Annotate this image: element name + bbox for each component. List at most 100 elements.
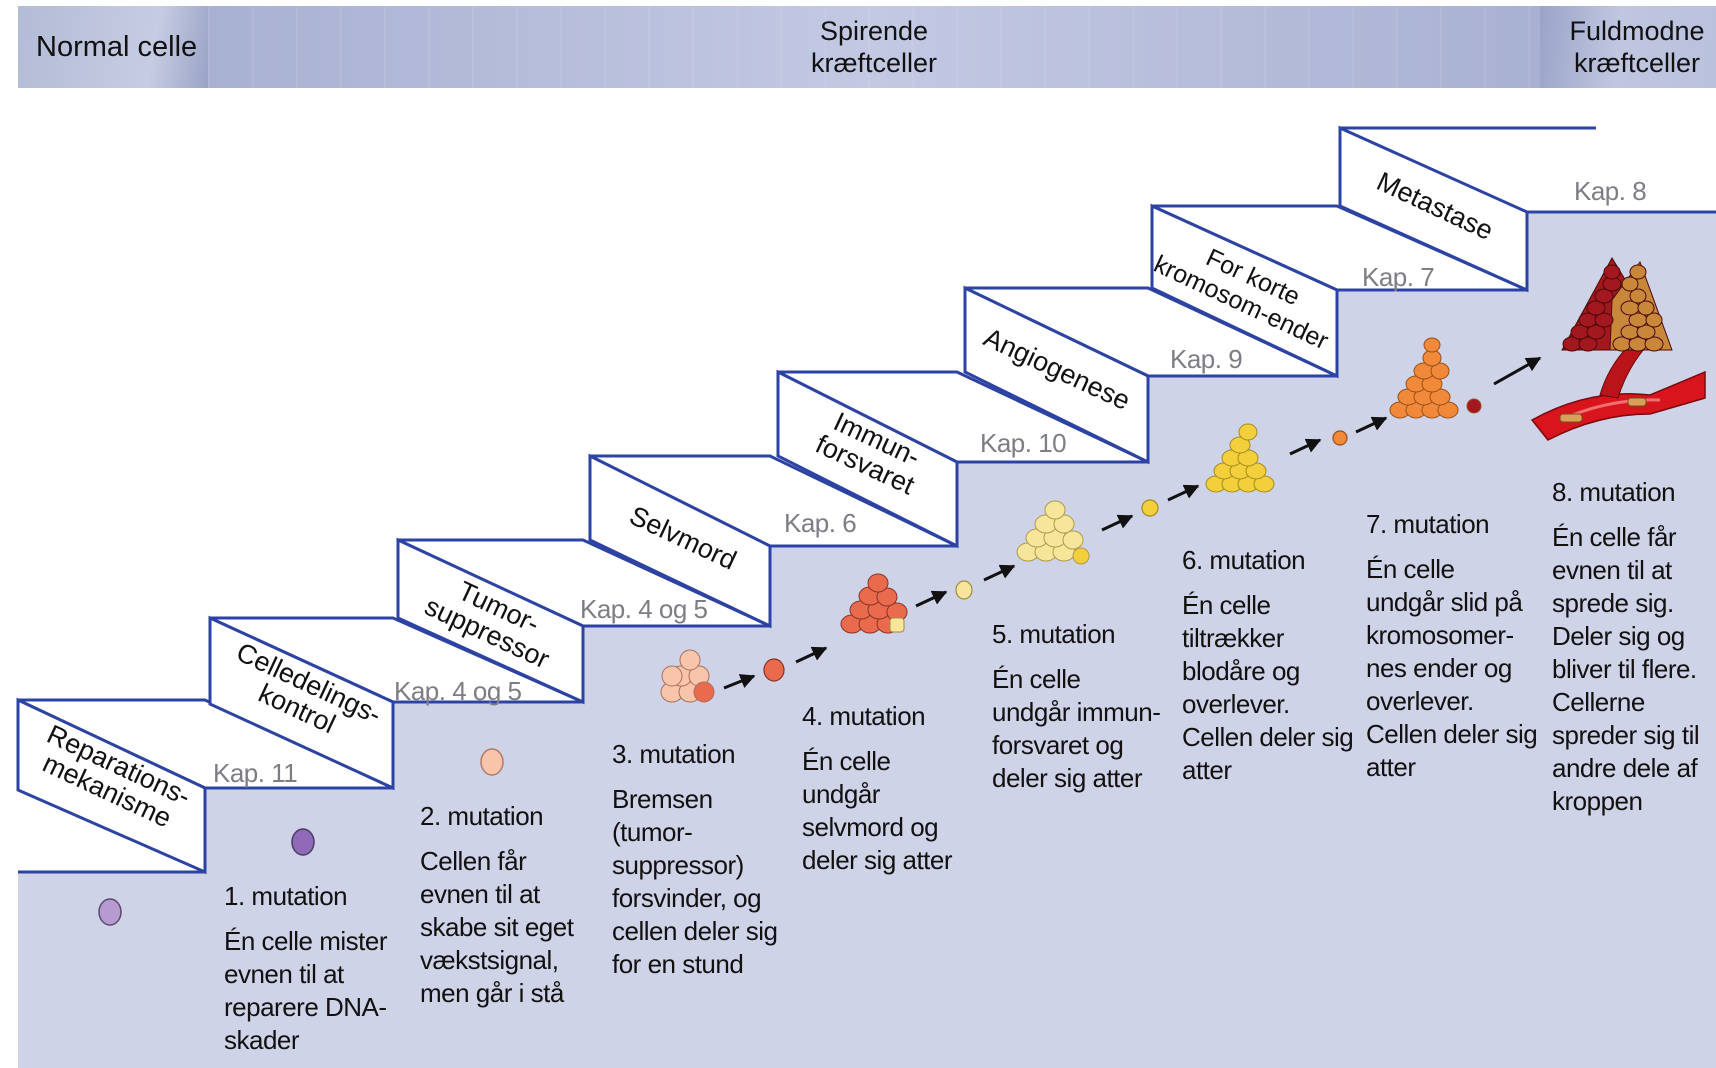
mutation-5-title: 5. mutation <box>992 619 1116 649</box>
cell-single-3 <box>763 658 785 682</box>
mutation-3-line6: for en stund <box>612 949 744 979</box>
cells <box>98 256 1706 926</box>
mutation-7-line1: Én celle <box>1366 554 1455 584</box>
step-riser-2 <box>208 615 395 791</box>
cell-cluster-8 <box>1561 256 1673 352</box>
header-emerging-line1: Spirende <box>819 16 929 46</box>
mutation-3-line3: suppressor) <box>612 850 744 880</box>
cell-cluster-3 <box>660 649 715 703</box>
mutation-2-line3: skabe sit eget <box>420 912 574 942</box>
step-riser-4 <box>588 453 772 629</box>
step-riser-7 <box>1150 203 1339 379</box>
kap-label-1: Kap. 11 <box>213 758 298 788</box>
mutation-1-title: 1. mutation <box>224 881 348 911</box>
arrow-4 <box>983 564 1016 582</box>
mutation-8-line3: sprede sig. <box>1552 588 1674 618</box>
staircase-background <box>18 212 1716 1068</box>
step-riser-5 <box>776 369 959 549</box>
mutation-4-text: 4. mutation Én celle undgår selvmord og … <box>802 700 953 877</box>
mutation-5-line4: deler sig atter <box>992 763 1143 793</box>
mutation-4-line2: undgår <box>802 779 880 809</box>
header-emerging-line2: kræftceller <box>810 48 938 78</box>
mutation-6-line5: Cellen deler sig <box>1182 722 1354 752</box>
step-riser-3 <box>396 537 585 705</box>
cell-mutation2 <box>480 748 504 776</box>
mutation-8-line4: Deler sig og <box>1552 621 1685 651</box>
mutation-8-line6: Cellerne <box>1552 687 1645 717</box>
mutation-7-line4: nes ender og <box>1366 653 1512 683</box>
step-riser-6 <box>963 285 1150 465</box>
kap-label-4: Kap. 6 <box>784 508 857 538</box>
mutation-7-line3: kromosomer- <box>1366 620 1514 650</box>
mutation-4-line4: deler sig atter <box>802 845 953 875</box>
mutation-8-line5: bliver til flere. <box>1552 654 1697 684</box>
cell-cluster-7 <box>1389 337 1482 419</box>
header-mature-cancer: Fuldmodne kræftceller <box>1540 6 1716 88</box>
cell-single-5 <box>1141 499 1159 517</box>
mutation-4-line3: selvmord og <box>802 812 939 842</box>
header-mature-line1: Fuldmodne <box>1569 16 1705 46</box>
mutation-5-line3: forsvaret og <box>992 730 1124 760</box>
mutation-2-line2: evnen til at <box>420 879 540 909</box>
kap-label-5: Kap. 10 <box>980 428 1067 458</box>
mutation-8-line2: evnen til at <box>1552 555 1672 585</box>
mutation-3-line1: Bremsen <box>612 784 713 814</box>
mutation-1-line4: skader <box>224 1025 300 1055</box>
mutation-6-line4: overlever. <box>1182 689 1290 719</box>
mutation-4-line1: Én celle <box>802 746 891 776</box>
header-normal-cell: Normal celle <box>18 6 208 88</box>
cell-single-6 <box>1332 430 1348 446</box>
arrow-2 <box>795 646 828 664</box>
mutation-1-line3: reparere DNA- <box>224 992 387 1022</box>
mutation-4-title: 4. mutation <box>802 701 926 731</box>
mutation-6-text: 6. mutation Én celle tiltrækker blodåre … <box>1182 544 1354 787</box>
mutation-2-text: 2. mutation Cellen får evnen til at skab… <box>420 800 574 1010</box>
arrow-9 <box>1493 356 1542 386</box>
mutation-5-line1: Én celle <box>992 664 1081 694</box>
mutation-8-title: 8. mutation <box>1552 477 1676 507</box>
mutation-3-line4: forsvinder, og <box>612 883 762 913</box>
mutation-7-text: 7. mutation Én celle undgår slid på krom… <box>1366 508 1538 784</box>
mutation-6-line2: tiltrækker <box>1182 623 1284 653</box>
mutation-2-line4: vækstsignal, <box>420 945 559 975</box>
mutation-8-line7: spreder sig til <box>1552 720 1700 750</box>
cell-cluster-6 <box>1205 423 1275 493</box>
mutation-1-line1: Én celle mister <box>224 926 388 956</box>
mutation-8-line1: Én celle får <box>1552 522 1677 552</box>
arrow-8 <box>1355 416 1388 434</box>
mutation-8-line8: andre dele af <box>1552 753 1698 783</box>
header-mature-line2: kræftceller <box>1573 48 1701 78</box>
kap-label-8: Kap. 8 <box>1574 176 1647 206</box>
mutation-1-text: 1. mutation Én celle mister evnen til at… <box>224 880 388 1057</box>
mutation-7-line7: atter <box>1366 752 1416 782</box>
mutation-2-line5: men går i stå <box>420 978 564 1008</box>
cell-cluster-5 <box>1016 500 1090 565</box>
mutation-8-text: 8. mutation Én celle får evnen til at sp… <box>1552 476 1700 818</box>
mutation-6-title: 6. mutation <box>1182 545 1306 575</box>
cell-normal <box>98 898 122 926</box>
mutation-3-line2: (tumor- <box>612 817 693 847</box>
stage-header: Normal celle Spirende kræftceller Fuldmo… <box>18 6 1716 88</box>
mutation-7-title: 7. mutation <box>1366 509 1490 539</box>
header-emerging-cancer: Spirende kræftceller <box>208 6 1540 88</box>
arrow-7 <box>1289 438 1322 456</box>
mutation-6-line6: atter <box>1182 755 1232 785</box>
mutation-5-line2: undgår immun- <box>992 697 1161 727</box>
mutation-7-line2: undgår slid på <box>1366 587 1523 617</box>
cell-mutation1 <box>291 828 315 856</box>
kap-label-6: Kap. 9 <box>1170 344 1243 374</box>
mutation-6-line3: blodåre og <box>1182 656 1300 686</box>
mutation-3-title: 3. mutation <box>612 739 736 769</box>
step-riser-8 <box>1338 125 1529 293</box>
mutation-7-line6: Cellen deler sig <box>1366 719 1538 749</box>
arrow-1 <box>723 674 756 690</box>
arrow-5 <box>1101 514 1134 532</box>
mutation-2-title: 2. mutation <box>420 801 544 831</box>
mutation-3-text: 3. mutation Bremsen (tumor- suppressor) … <box>612 738 778 981</box>
header-normal-label: Normal celle <box>36 30 198 63</box>
mutation-1-line2: evnen til at <box>224 959 344 989</box>
kap-label-7: Kap. 7 <box>1362 262 1435 292</box>
mutation-2-line1: Cellen får <box>420 846 527 876</box>
arrow-3 <box>915 590 948 608</box>
